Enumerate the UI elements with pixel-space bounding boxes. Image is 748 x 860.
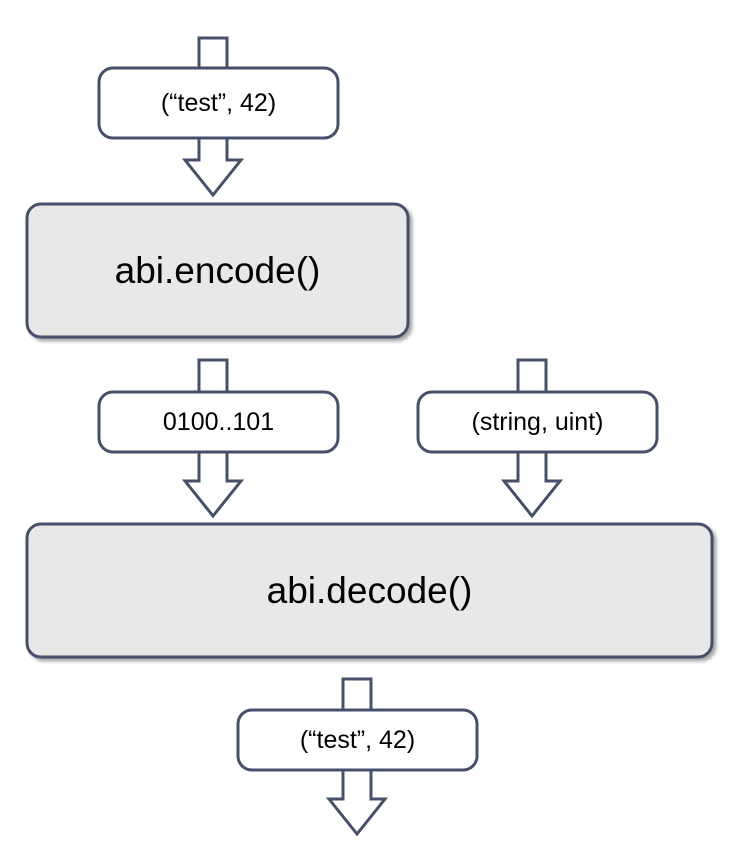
arrow-input-to-encode <box>181 136 245 198</box>
node-box-abi-decode <box>25 522 714 659</box>
arrow-into-output <box>341 677 373 712</box>
arrow-into-encoded <box>197 358 229 394</box>
node-box-encoded-bytes <box>97 390 340 454</box>
node-box-input-tuple <box>97 66 340 140</box>
node-box-type-signature <box>416 390 659 454</box>
arrow-into-input-tuple <box>197 36 229 70</box>
arrow-signature-to-decode <box>500 450 564 519</box>
arrow-output-exit <box>325 768 389 837</box>
node-box-abi-encode <box>25 202 410 339</box>
arrow-into-signature <box>516 358 548 394</box>
node-layer <box>25 66 714 772</box>
node-box-output-tuple <box>236 708 479 772</box>
arrow-encoded-to-decode <box>181 450 245 519</box>
arrow-layer <box>181 36 564 837</box>
